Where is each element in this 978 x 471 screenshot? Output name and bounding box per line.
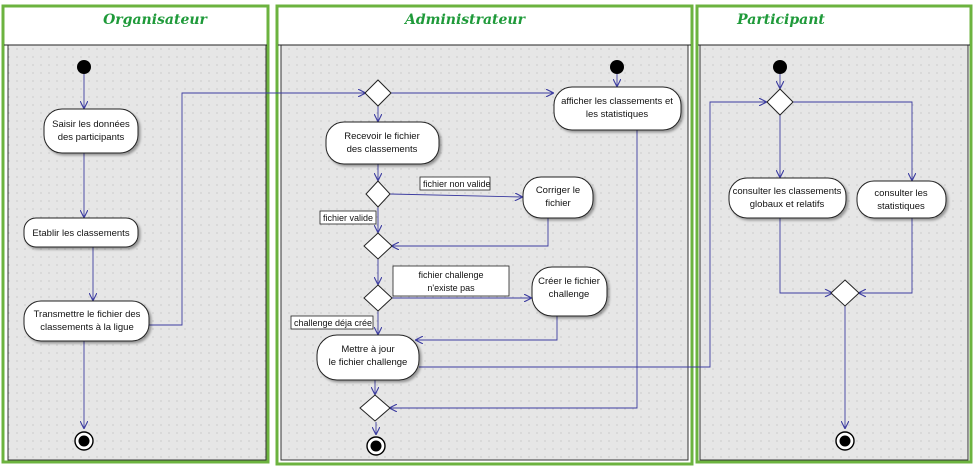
swimlane-participant: Participant	[695, 4, 973, 464]
guard-fichier-non-valide: fichier non valide	[419, 176, 491, 191]
swimlane-administrateur: Administrateur	[275, 4, 694, 466]
guard-fichier-valide: fichier valide	[319, 210, 377, 225]
svg-text:Etablir les classements: Etablir les classements	[32, 228, 129, 239]
end-node-administrateur	[366, 436, 386, 456]
merge-diamond-validite	[363, 232, 393, 260]
start-node-organisateur	[77, 60, 91, 74]
control-flows	[84, 74, 912, 434]
end-node-organisateur	[74, 431, 94, 451]
lane-title-administrateur: Administrateur	[403, 12, 527, 28]
activity-etablir-classements: Etablir les classements	[23, 217, 139, 248]
merge-diamond-final	[359, 394, 391, 422]
svg-text:fichier non valide: fichier non valide	[423, 179, 491, 189]
merge-diamond-participant	[830, 279, 860, 307]
svg-text:challenge déja crée: challenge déja crée	[294, 318, 372, 328]
start-node-administrateur	[610, 60, 624, 74]
decision-diamond-participant	[766, 88, 794, 116]
svg-text:fichier valide: fichier valide	[323, 213, 373, 223]
end-node-participant	[835, 431, 855, 451]
guard-challenge-deja-cree: challenge déja crée	[290, 315, 374, 330]
merge-diamond-reception	[364, 79, 392, 107]
decision-diamond-validite	[365, 180, 391, 208]
lane-title-organisateur: Organisateur	[103, 12, 208, 28]
lane-title-participant: Participant	[736, 12, 825, 28]
start-node-participant	[773, 60, 787, 74]
decision-diamond-challenge	[363, 284, 393, 312]
